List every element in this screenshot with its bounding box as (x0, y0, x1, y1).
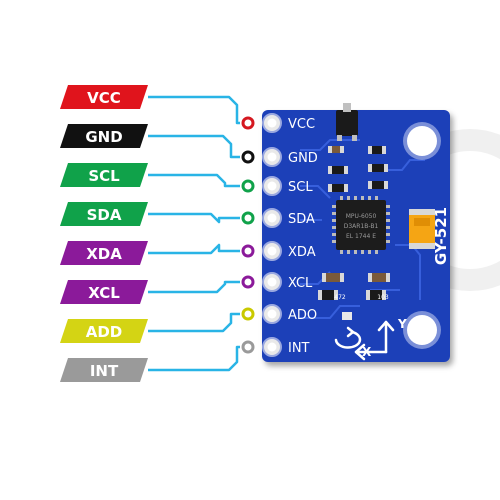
header-hole (267, 152, 277, 162)
voltage-regulator (336, 103, 358, 141)
pin-label-tag (60, 280, 148, 304)
pin-silkscreen: INT (288, 341, 310, 356)
header-hole (267, 246, 277, 256)
pin-label-text: XDA (86, 245, 122, 263)
chip-marking-3: EL 1744 E (346, 233, 376, 240)
pin-ring (241, 211, 255, 225)
pin-ring (241, 116, 255, 130)
pin-label-tag (60, 241, 148, 265)
pin-gnd: GND GND (60, 124, 318, 167)
pin-ring (241, 179, 255, 193)
header-hole (267, 213, 277, 223)
pcb-details: MPU-6050 D3AR1B-B1 EL 1744 E 472 103 Y X… (300, 103, 450, 361)
board-model-label: GY-521 (432, 207, 450, 265)
pin-label-text: INT (90, 362, 119, 380)
pin-wire (148, 134, 240, 159)
header-hole (267, 342, 277, 352)
header-hole (267, 309, 277, 319)
pin-wire (148, 173, 240, 188)
mounting-hole-top (403, 122, 441, 160)
pin-label-tag (60, 202, 148, 226)
pin-label-text: XCL (88, 284, 120, 302)
pin-wire (148, 312, 240, 333)
pin-ring (241, 307, 255, 321)
pin-silkscreen: VCC (288, 117, 315, 132)
pin-ring (241, 275, 255, 289)
axis-indicator (334, 320, 395, 361)
pin-label-text: ADD (86, 323, 123, 341)
header-hole (267, 181, 277, 191)
pin-label-text: SCL (88, 167, 120, 185)
pin-wire (148, 280, 240, 294)
pin-label-text: SDA (87, 206, 122, 224)
pin-wire (148, 95, 240, 125)
pin-silkscreen: XDA (288, 245, 316, 260)
pin-ring (241, 150, 255, 164)
resistor-code-2: 103 (377, 294, 389, 301)
pin-wire (148, 212, 240, 224)
mounting-hole-bottom (403, 311, 441, 349)
pin-label-tag (60, 124, 148, 148)
pin-wire (148, 243, 240, 255)
pin-xcl: XCL XCL (60, 272, 313, 304)
pin-vcc: VCC VCC (60, 85, 315, 133)
pin-silkscreen: ADO (288, 308, 317, 323)
pin-xda: XDA XDA (60, 241, 316, 265)
mpu-chip: MPU-6050 D3AR1B-B1 EL 1744 E (332, 196, 390, 254)
axis-x-label: X (362, 345, 372, 359)
header-hole (267, 277, 277, 287)
chip-marking-1: MPU-6050 (346, 213, 377, 220)
pin-label-tag (60, 358, 148, 382)
pin-int: INT INT (60, 337, 310, 382)
axis-y-label: Y (397, 317, 407, 331)
header-hole (267, 118, 277, 128)
tantalum-capacitor (409, 209, 435, 249)
pin-add: ADD ADO (60, 304, 317, 343)
pin-label-tag (60, 163, 148, 187)
pin-silkscreen: SCL (288, 180, 313, 195)
pin-label-tag (60, 319, 148, 343)
pin-sda: SDA SDA (60, 202, 315, 228)
pin-silkscreen: SDA (288, 212, 315, 227)
pin-silkscreen: GND (288, 151, 318, 166)
chip-marking-2: D3AR1B-B1 (344, 223, 379, 230)
smd-components (318, 146, 390, 320)
pin-silkscreen: XCL (288, 276, 313, 291)
pin-label-text: VCC (87, 89, 121, 107)
pin-ring (241, 340, 255, 354)
pin-label-text: GND (85, 128, 122, 146)
pin-scl: SCL SCL (60, 163, 313, 196)
resistor-code-1: 472 (334, 294, 346, 301)
pin-ring (241, 244, 255, 258)
pin-label-tag (60, 85, 148, 109)
pin-wire (148, 345, 240, 372)
